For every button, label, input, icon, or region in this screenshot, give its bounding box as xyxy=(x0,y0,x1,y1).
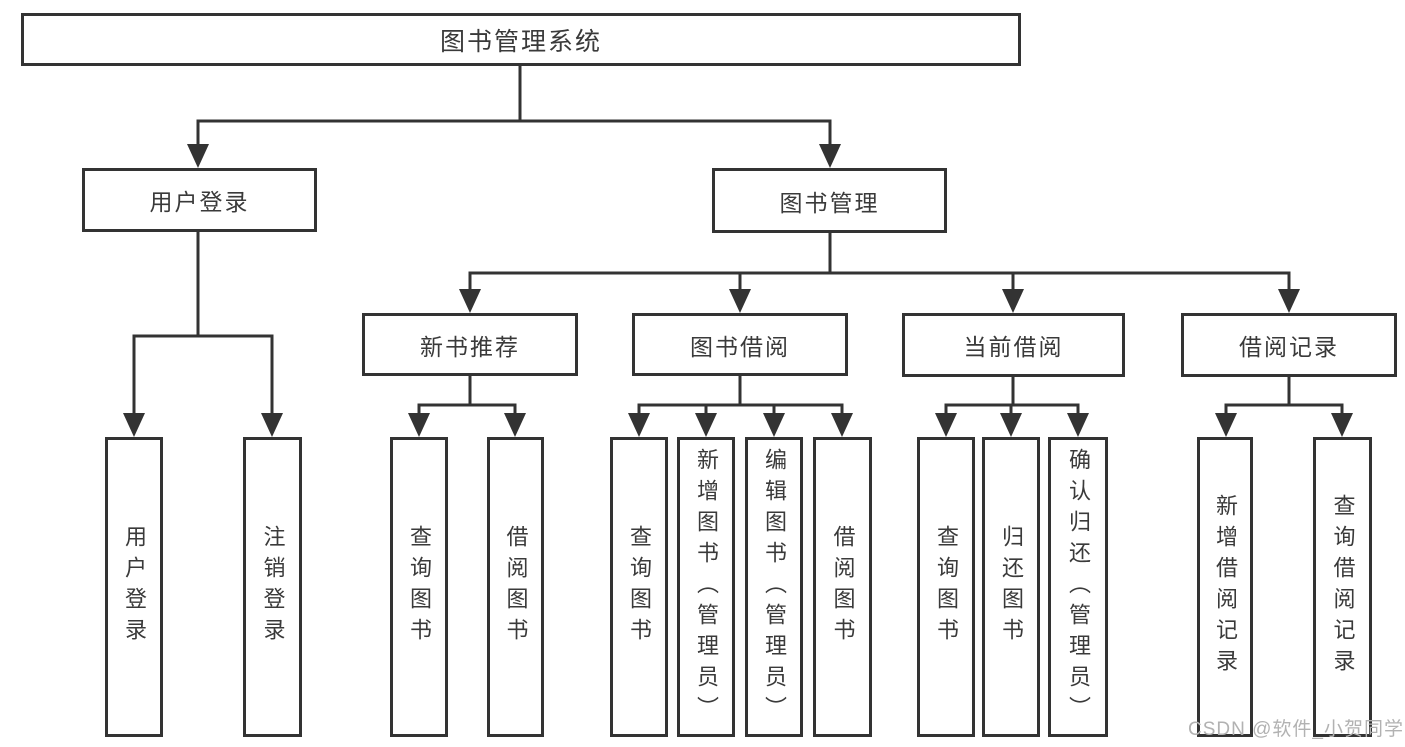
leaf-add-books-admin-label: 新增图书（管理员） xyxy=(694,447,719,727)
leaf-borrow-books: 借阅图书 xyxy=(813,437,872,737)
leaf-logout: 注销登录 xyxy=(243,437,302,737)
leaf-query-books-recommend: 查询图书 xyxy=(390,437,448,737)
arrowhead-record xyxy=(1278,289,1300,313)
arrowhead-book-mgmt xyxy=(819,144,841,168)
csdn-watermark: CSDN @软件_小贺同学 xyxy=(1188,719,1404,740)
node-current-borrow-label: 当前借阅 xyxy=(963,334,1064,360)
leaf-borrow-books-recommend: 借阅图书 xyxy=(487,437,544,737)
leaf-add-borrow-record: 新增借阅记录 xyxy=(1197,437,1253,737)
leaf-query-borrow-record: 查询借阅记录 xyxy=(1313,437,1372,737)
leaf-user-login-label: 用户登录 xyxy=(122,525,147,649)
arrowhead-leaf xyxy=(831,413,853,437)
node-current-borrow: 当前借阅 xyxy=(902,313,1125,377)
arrowhead-leaf xyxy=(695,413,717,437)
node-book-management-label: 图书管理 xyxy=(779,189,880,216)
node-new-book-recommend: 新书推荐 xyxy=(362,313,578,376)
arrowhead-leaf xyxy=(1215,413,1237,437)
leaf-return-books-label: 归还图书 xyxy=(999,525,1024,649)
leaf-add-borrow-record-label: 新增借阅记录 xyxy=(1213,494,1238,680)
node-user-login-label: 用户登录 xyxy=(149,189,250,215)
arrowhead-leaf xyxy=(1067,413,1089,437)
arrowhead-leaf xyxy=(123,413,145,437)
leaf-add-books-admin: 新增图书（管理员） xyxy=(677,437,735,737)
leaf-user-login: 用户登录 xyxy=(105,437,163,737)
arrowhead-leaf xyxy=(1331,413,1353,437)
arrowhead-borrow xyxy=(729,289,751,313)
leaf-edit-books-admin-label: 编辑图书（管理员） xyxy=(762,447,787,727)
leaf-return-books: 归还图书 xyxy=(982,437,1040,737)
leaf-query-borrow-record-label: 查询借阅记录 xyxy=(1330,494,1356,680)
arrowhead-leaf xyxy=(261,413,283,437)
node-root-label: 图书管理系统 xyxy=(439,27,602,56)
arrowhead-leaf xyxy=(628,413,650,437)
node-book-borrow-label: 图书借阅 xyxy=(690,333,790,360)
leaf-borrow-books-label: 借阅图书 xyxy=(830,525,856,649)
node-book-borrow: 图书借阅 xyxy=(632,313,848,376)
arrowhead-new-book xyxy=(459,289,481,313)
leaf-confirm-return-admin-label: 确认归还（管理员） xyxy=(1066,447,1091,727)
node-user-login: 用户登录 xyxy=(82,168,317,232)
leaf-query-books-current-label: 查询图书 xyxy=(934,525,959,649)
node-new-book-recommend-label: 新书推荐 xyxy=(420,333,520,360)
arrowhead-leaf xyxy=(763,413,785,437)
leaf-edit-books-admin: 编辑图书（管理员） xyxy=(745,437,803,737)
node-borrow-record: 借阅记录 xyxy=(1181,313,1397,377)
leaf-borrow-books-recommend-label: 借阅图书 xyxy=(503,525,529,649)
leaf-query-books-current: 查询图书 xyxy=(917,437,975,737)
arrowhead-leaf xyxy=(1000,413,1022,437)
leaf-query-books-recommend-label: 查询图书 xyxy=(407,525,432,649)
leaf-logout-label: 注销登录 xyxy=(260,525,286,649)
leaf-confirm-return-admin: 确认归还（管理员） xyxy=(1048,437,1108,737)
leaf-query-books-borrow-label: 查询图书 xyxy=(627,525,652,649)
leaf-query-books-borrow: 查询图书 xyxy=(610,437,668,737)
node-book-management: 图书管理 xyxy=(712,168,947,233)
arrowhead-leaf xyxy=(935,413,957,437)
node-borrow-record-label: 借阅记录 xyxy=(1239,334,1339,360)
arrowhead-current xyxy=(1002,289,1024,313)
arrowhead-leaf xyxy=(408,413,430,437)
arrowhead-user-login xyxy=(187,144,209,168)
node-root: 图书管理系统 xyxy=(21,13,1021,66)
arrowhead-leaf xyxy=(504,413,526,437)
